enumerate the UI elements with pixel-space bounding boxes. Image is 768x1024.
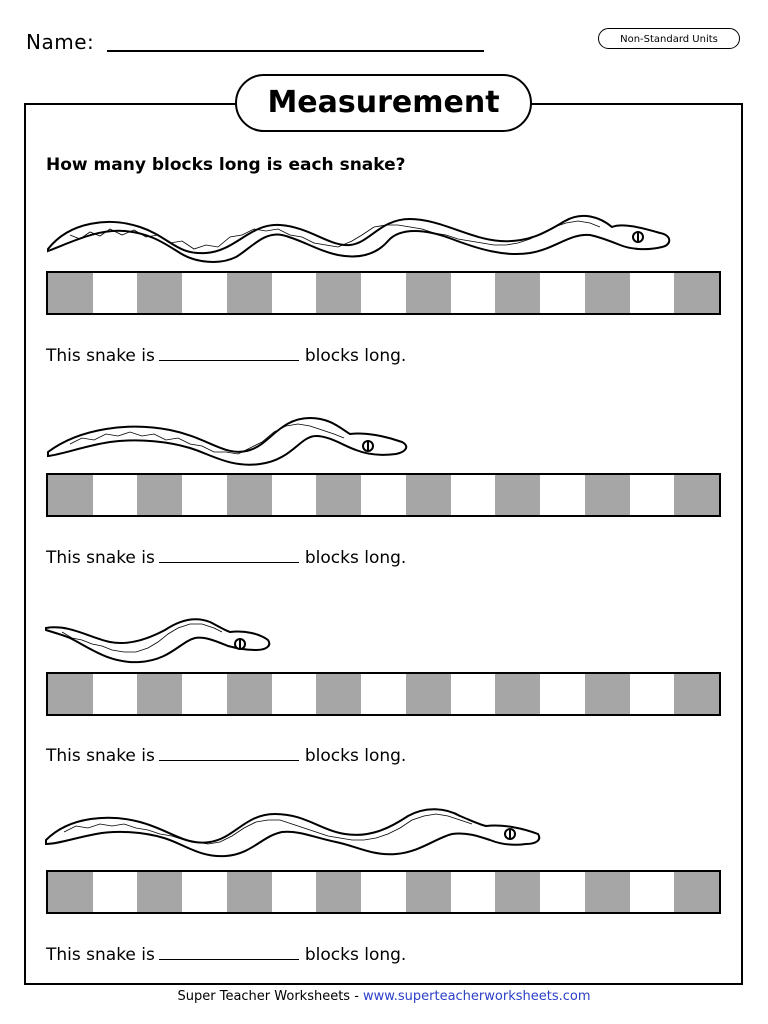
ruler-block bbox=[584, 475, 630, 515]
ruler-block bbox=[93, 475, 138, 515]
answer-prefix: This snake is bbox=[46, 945, 155, 965]
ruler-block bbox=[674, 872, 720, 912]
ruler-block bbox=[451, 872, 496, 912]
ruler-block bbox=[226, 273, 272, 313]
ruler-block bbox=[495, 674, 541, 714]
ruler-block bbox=[540, 475, 585, 515]
ruler-block bbox=[630, 872, 675, 912]
ruler-block bbox=[272, 273, 317, 313]
ruler-block bbox=[361, 872, 406, 912]
topic-tag: Non-Standard Units bbox=[598, 28, 740, 49]
ruler-block bbox=[451, 475, 496, 515]
ruler-block bbox=[361, 273, 406, 313]
ruler-block bbox=[451, 273, 496, 313]
answer-line-2: This snake is blocks long. bbox=[46, 548, 406, 568]
block-ruler-2 bbox=[46, 473, 721, 517]
ruler-block bbox=[137, 273, 183, 313]
ruler-block bbox=[405, 872, 451, 912]
ruler-block bbox=[495, 872, 541, 912]
ruler-block bbox=[137, 475, 183, 515]
answer-line-4: This snake is blocks long. bbox=[46, 945, 406, 965]
ruler-block bbox=[451, 674, 496, 714]
ruler-block bbox=[630, 273, 675, 313]
block-ruler-3 bbox=[46, 672, 721, 716]
question-text: How many blocks long is each snake? bbox=[46, 155, 406, 175]
answer-suffix: blocks long. bbox=[304, 945, 407, 965]
ruler-block bbox=[226, 674, 272, 714]
answer-blank[interactable] bbox=[158, 548, 299, 563]
name-label: Name: bbox=[26, 30, 95, 54]
ruler-block bbox=[137, 674, 183, 714]
ruler-block bbox=[584, 674, 630, 714]
ruler-block bbox=[182, 872, 227, 912]
answer-line-3: This snake is blocks long. bbox=[46, 746, 406, 766]
ruler-block bbox=[584, 273, 630, 313]
ruler-block bbox=[405, 475, 451, 515]
ruler-block bbox=[48, 674, 93, 714]
answer-line-1: This snake is blocks long. bbox=[46, 346, 406, 366]
answer-blank[interactable] bbox=[158, 346, 299, 361]
ruler-block bbox=[495, 273, 541, 313]
ruler-block bbox=[316, 475, 362, 515]
answer-blank[interactable] bbox=[158, 746, 299, 761]
ruler-block bbox=[540, 872, 585, 912]
answer-prefix: This snake is bbox=[46, 346, 155, 366]
answer-suffix: blocks long. bbox=[304, 746, 407, 766]
ruler-block bbox=[272, 475, 317, 515]
ruler-block bbox=[272, 872, 317, 912]
ruler-block bbox=[226, 872, 272, 912]
ruler-block bbox=[630, 475, 675, 515]
ruler-block bbox=[405, 674, 451, 714]
ruler-block bbox=[630, 674, 675, 714]
ruler-block bbox=[674, 475, 720, 515]
worksheet-title: Measurement bbox=[235, 74, 532, 132]
ruler-block bbox=[361, 475, 406, 515]
block-ruler-4 bbox=[46, 870, 721, 914]
snake-1-illustration bbox=[47, 214, 671, 263]
ruler-block bbox=[316, 674, 362, 714]
ruler-block bbox=[48, 273, 93, 313]
ruler-block bbox=[674, 273, 720, 313]
ruler-block bbox=[93, 872, 138, 912]
ruler-block bbox=[540, 273, 585, 313]
ruler-block bbox=[584, 872, 630, 912]
snake-3-illustration bbox=[45, 618, 271, 664]
ruler-block bbox=[137, 872, 183, 912]
ruler-block bbox=[674, 674, 720, 714]
answer-blank[interactable] bbox=[158, 945, 299, 960]
ruler-block bbox=[316, 872, 362, 912]
answer-prefix: This snake is bbox=[46, 746, 155, 766]
snake-4-illustration bbox=[45, 808, 541, 858]
ruler-block bbox=[540, 674, 585, 714]
ruler-block bbox=[361, 674, 406, 714]
name-field-line[interactable] bbox=[107, 50, 484, 52]
ruler-block bbox=[48, 475, 93, 515]
snake-2-illustration bbox=[47, 416, 408, 466]
answer-suffix: blocks long. bbox=[304, 548, 407, 568]
ruler-block bbox=[93, 674, 138, 714]
ruler-block bbox=[182, 475, 227, 515]
ruler-block bbox=[93, 273, 138, 313]
ruler-block bbox=[226, 475, 272, 515]
ruler-block bbox=[182, 674, 227, 714]
footer-link[interactable]: www.superteacherworksheets.com bbox=[363, 989, 591, 1004]
block-ruler-1 bbox=[46, 271, 721, 315]
ruler-block bbox=[316, 273, 362, 313]
ruler-block bbox=[272, 674, 317, 714]
ruler-block bbox=[182, 273, 227, 313]
answer-suffix: blocks long. bbox=[304, 346, 407, 366]
ruler-block bbox=[48, 872, 93, 912]
footer: Super Teacher Worksheets - www.superteac… bbox=[0, 989, 768, 1004]
ruler-block bbox=[495, 475, 541, 515]
footer-text: Super Teacher Worksheets - bbox=[177, 989, 364, 1004]
ruler-block bbox=[405, 273, 451, 313]
answer-prefix: This snake is bbox=[46, 548, 155, 568]
